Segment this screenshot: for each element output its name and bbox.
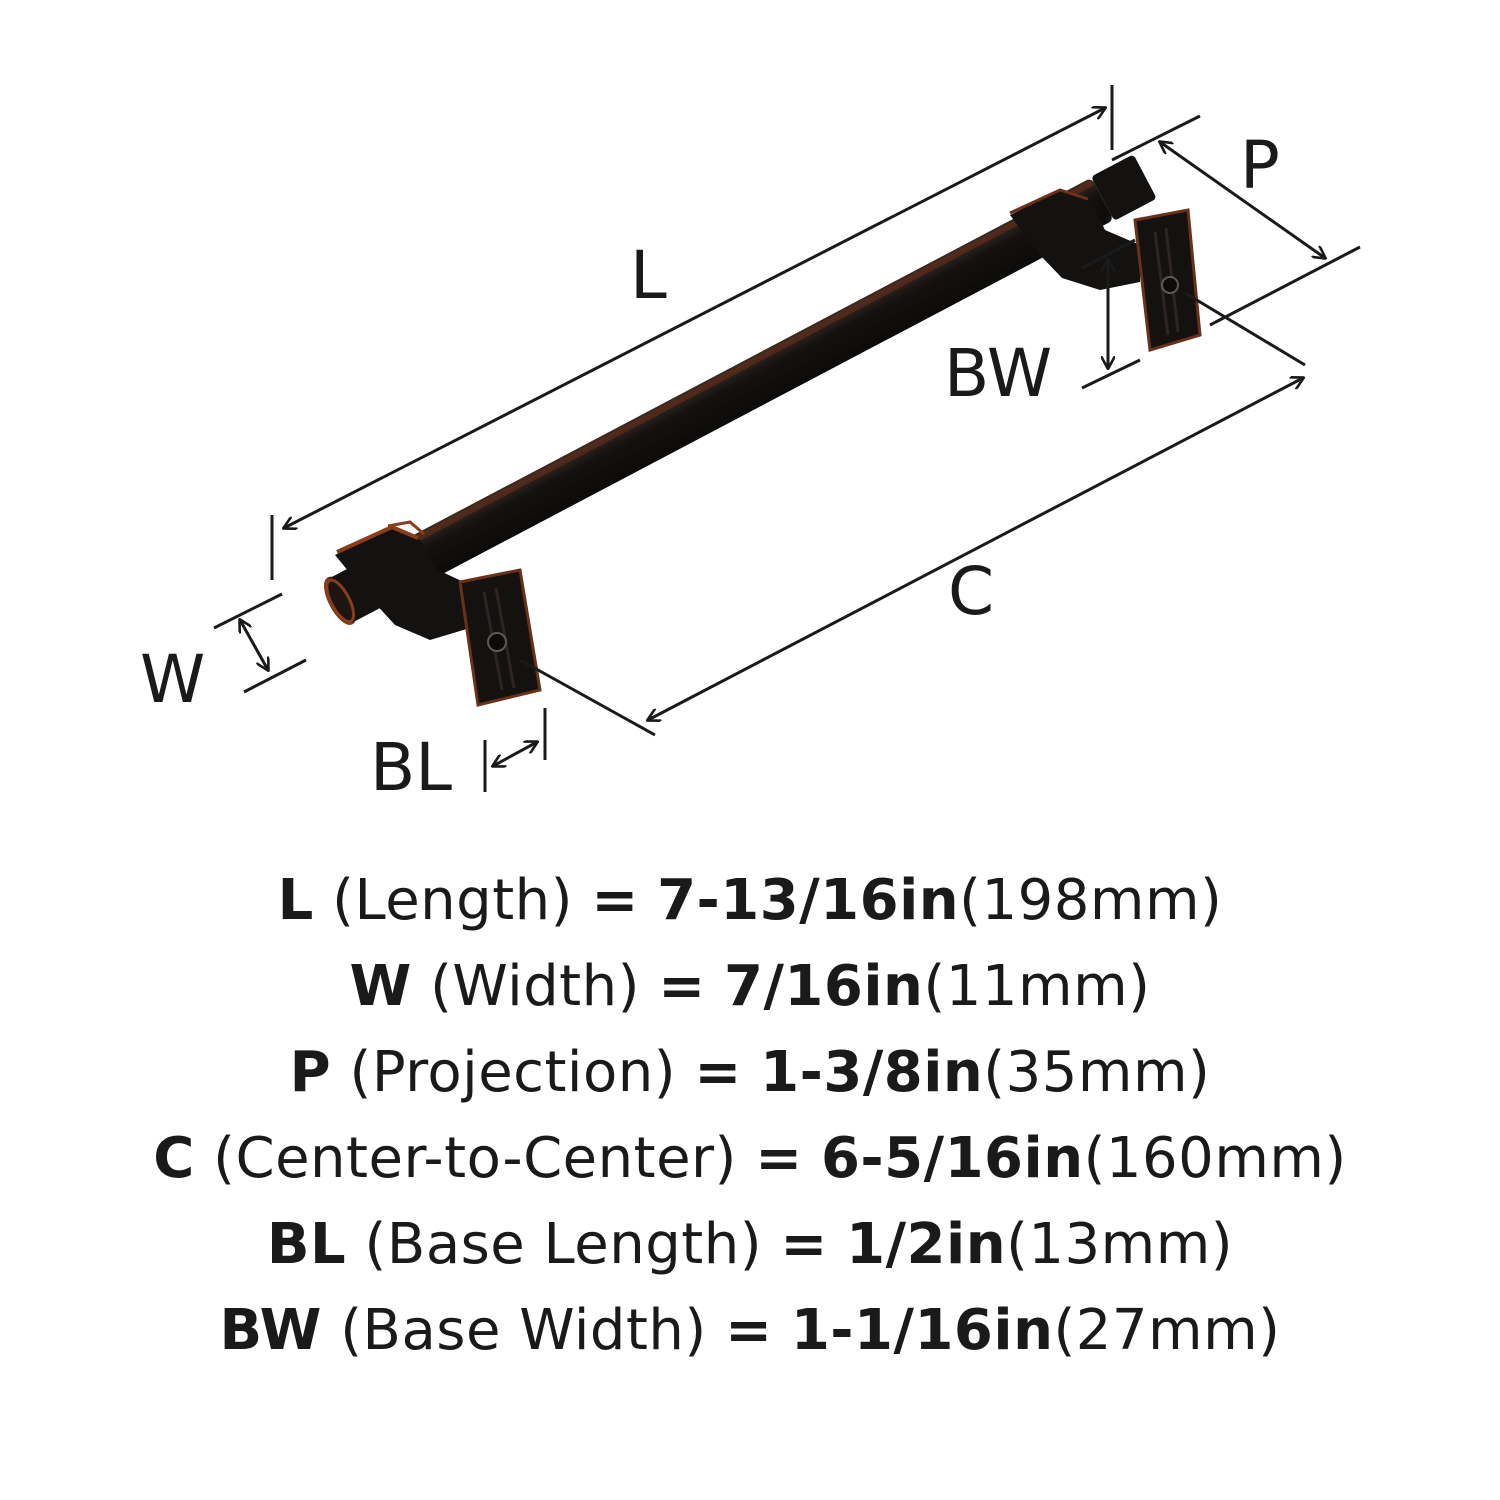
spec-equals: =	[591, 868, 639, 933]
spec-imperial: 6-5/16in	[820, 1126, 1084, 1191]
spec-code: P	[289, 1040, 332, 1105]
spec-equals: =	[658, 954, 706, 1019]
spec-metric: (198mm)	[959, 868, 1223, 933]
spec-equals: =	[755, 1126, 803, 1191]
spec-metric: (13mm)	[1006, 1212, 1234, 1277]
spec-code: W	[349, 954, 412, 1019]
spec-imperial: 1/2in	[846, 1212, 1007, 1277]
spec-imperial: 1-1/16in	[790, 1298, 1054, 1363]
dimension-label-C: C	[948, 553, 994, 630]
spec-code: C	[153, 1126, 195, 1191]
dimension-label-W: W	[140, 641, 205, 718]
spec-metric: (160mm)	[1083, 1126, 1347, 1191]
cabinet-pull-illustration	[324, 155, 1202, 707]
spec-imperial: 7-13/16in	[657, 868, 960, 933]
spec-code: L	[277, 868, 314, 933]
dimension-label-P: P	[1240, 127, 1280, 204]
spec-name: (Projection)	[349, 1040, 677, 1105]
spec-metric: (27mm)	[1053, 1298, 1281, 1363]
spec-row-projection: P (Projection) = 1-3/8in(35mm)	[0, 1030, 1500, 1116]
spec-imperial: 1-3/8in	[760, 1040, 984, 1105]
spec-name: (Length)	[332, 868, 574, 933]
spec-row-center-to-center: C (Center-to-Center) = 6-5/16in(160mm)	[0, 1116, 1500, 1202]
left-post	[335, 520, 542, 707]
product-dimension-diagram: L P BW C W BL	[140, 85, 1361, 806]
spec-name: (Center-to-Center)	[213, 1126, 737, 1191]
dimension-BL: BL	[370, 708, 547, 806]
dimension-L: L	[270, 85, 1114, 580]
spec-row-base-length: BL (Base Length) = 1/2in(13mm)	[0, 1202, 1500, 1288]
spec-equals: =	[780, 1212, 828, 1277]
spec-row-width: W (Width) = 7/16in(11mm)	[0, 944, 1500, 1030]
spec-imperial: 7/16in	[724, 954, 924, 1019]
dimension-label-L: L	[630, 237, 667, 314]
dimension-C: C	[519, 291, 1305, 737]
spec-name: (Base Width)	[340, 1298, 707, 1363]
dimension-label-BL: BL	[370, 729, 452, 806]
dimension-P: P	[1111, 114, 1361, 327]
spec-code: BW	[219, 1298, 322, 1363]
spec-row-length: L (Length) = 7-13/16in(198mm)	[0, 858, 1500, 944]
spec-equals: =	[694, 1040, 742, 1105]
dimension-W: W	[140, 592, 307, 718]
spec-equals: =	[725, 1298, 773, 1363]
specifications-list: L (Length) = 7-13/16in(198mm) W (Width) …	[0, 858, 1500, 1374]
spec-row-base-width: BW (Base Width) = 1-1/16in(27mm)	[0, 1288, 1500, 1374]
spec-name: (Width)	[430, 954, 640, 1019]
spec-name: (Base Length)	[364, 1212, 763, 1277]
spec-code: BL	[266, 1212, 347, 1277]
dimension-label-BW: BW	[944, 335, 1052, 412]
spec-metric: (35mm)	[983, 1040, 1211, 1105]
spec-metric: (11mm)	[923, 954, 1151, 1019]
